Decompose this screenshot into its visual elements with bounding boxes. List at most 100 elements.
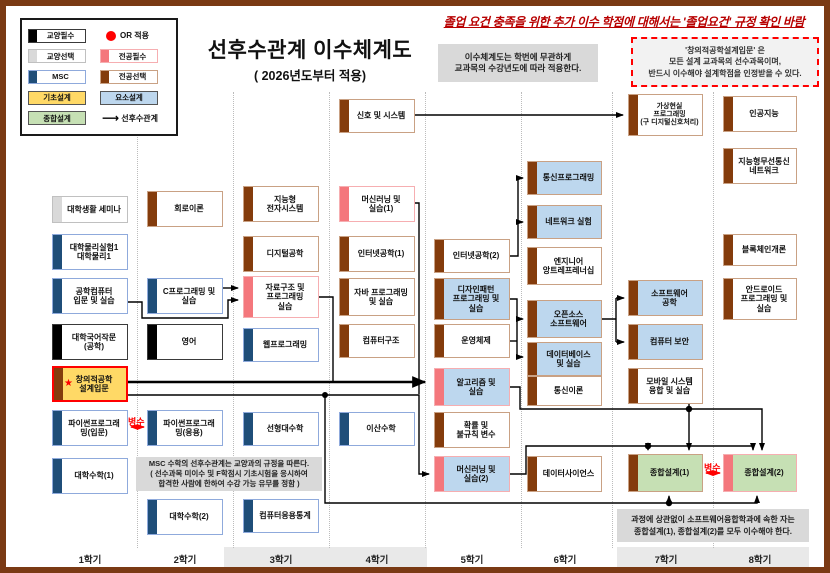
graduation-requirement-notice: 졸업 요건 충족을 위한 추가 이수 학점에 대해서는 '졸업요건' 규정 확인… [443,15,805,29]
course-java: 자바 프로그래밍 및 실습 [339,278,415,316]
legend-item-capstone_design: 종합설계 [28,111,98,126]
course-digital-eng: 디지털공학 [243,236,319,272]
legend-item-prerequisite: ⟶선후수관계 [100,111,170,125]
legend-item-major_elective: 전공선택 [100,69,170,84]
course-ml1: 머신러닝 및 실습(1) [339,186,415,222]
course-label: 대학국어작문 (공학) [71,332,117,351]
course-label: 공학컴퓨터 입문 및 실습 [73,286,115,305]
course-capstone2: 종합설계(2) [723,454,797,492]
legend-row: 교양필수 OR 적용 [28,28,170,43]
category-bar-전공필수 [244,277,253,317]
column-separator [329,92,330,548]
course-label: 오픈소스 소프트웨어 [550,309,587,328]
semester-label-3: 3학기 [269,555,293,566]
course-label: 파이썬프로그래 밍(응용) [163,418,215,437]
course-comm-prog: 통신프로그래밍 [527,161,602,195]
legend-row: 종합설계 ⟶선후수관계 [28,111,170,126]
column-separator [137,92,138,548]
course-internet2: 인터넷공학(2) [434,239,510,273]
legend-color-bar [101,50,109,63]
course-label: 엔지니어 앙트레프레너십 [542,256,595,275]
course-label: 컴퓨터 보안 [649,337,690,347]
course-open-source: 오픈소스 소프트웨어 [527,300,602,338]
course-label: 데이터베이스 및 실습 [546,349,591,368]
course-database: 데이터베이스 및 실습 [527,342,602,376]
legend-item-or: OR 적용 [100,30,170,41]
course-python2: 파이썬프로그래 밍(응용) [147,410,223,446]
category-bar-전공선택 [629,325,638,359]
column-separator [713,92,714,548]
legend-swatch: 교양필수 [28,28,86,43]
legend-swatch: 종합설계 [28,111,86,126]
course-entrepreneurship: 엔지니어 앙트레프레너십 [527,247,602,285]
course-creative-design: ★창의적공학 설계입문 [52,366,128,402]
note-apply-rule: 이수체계도는 학번에 무관하게 교과목의 수강년도에 따라 적용한다. [438,44,598,82]
category-bar-전공선택 [435,279,444,319]
category-bar-MSC [53,411,62,445]
legend-swatch: 전공필수 [100,49,158,64]
legend-color-bar [29,29,37,42]
semester-strip-3-4 [224,547,427,567]
course-label: 종합설계(1) [649,468,690,478]
course-comm-theory: 통신이론 [527,376,602,406]
arrow-icon: ⟶ [102,111,120,126]
category-bar-전공선택 [724,235,733,265]
course-label: 회로이론 [174,204,204,214]
category-bar-MSC [148,500,157,534]
course-label: 알고리즘 및 실습 [456,377,496,396]
star-icon: ★ [64,378,73,389]
column-separator [233,92,234,548]
course-label: C프로그래밍 및 실습 [162,286,216,305]
course-label: 디지털공학 [266,249,304,259]
legend-label: 선후수관계 [121,113,159,123]
semester-label-5: 5학기 [460,555,484,566]
category-bar-전공필수 [435,369,444,405]
note-creative-design-rule: '창의적공학설계입문' 은 모든 설계 교과목의 선수과목이며, 반드시 이수해… [631,37,819,87]
category-bar-전공선택 [724,279,733,319]
legend-item-element_design: 요소설계 [100,90,170,105]
course-label: 선형대수학 [266,424,304,434]
category-bar-전공필수 [340,187,349,221]
course-sw-eng: 소프트웨어 공학 [628,280,703,316]
course-seminar: 대학생활 세미나 [52,196,128,223]
course-label: 컴퓨터구조 [362,336,400,346]
course-label: 디자인패턴 프로그래밍 및 실습 [452,284,500,313]
course-stats: 컴퓨터응용통계 [243,499,319,533]
category-bar-전공선택 [724,97,733,131]
category-bar-MSC [53,235,62,269]
course-eng-computer: 공학컴퓨터 입문 및 실습 [52,278,128,314]
column-separator [612,92,613,548]
category-bar-교양선택 [53,197,62,222]
legend-item-gen_elective: 교양선택 [28,49,98,64]
title-block: 선후수관계 이수체계도 ( 2026년도부터 적용) [182,34,438,84]
course-label: 모바일 시스템 융합 및 실습 [646,376,693,395]
category-bar-전공선택 [340,325,349,357]
course-label: 안드로이드 프로그래밍 및 실습 [740,284,788,313]
course-label: 종합설계(2) [744,468,784,478]
course-wireless-network: 지능형무선통신 네트워크 [723,148,797,184]
course-english: 영어 [147,324,223,360]
category-bar-전공선택 [340,237,349,271]
course-probability: 확률 및 불규칙 변수 [434,412,510,448]
course-android: 안드로이드 프로그래밍 및 실습 [723,278,797,320]
semester-label-7: 7학기 [654,555,678,566]
course-label: 운영체제 [461,336,491,346]
semester-label-1: 1학기 [78,555,102,566]
course-security: 컴퓨터 보안 [628,324,703,360]
legend-color-bar [29,50,37,63]
category-bar-전공선택 [528,162,537,194]
course-label: 가상현실 프로그래밍 (구 디지털신호처리) [640,102,699,127]
semester-strip-7-8 [617,547,809,567]
course-label: 머신러닝 및 실습(1) [361,194,401,213]
legend-item-msc: MSC [28,69,98,84]
category-bar-전공선택 [528,301,537,337]
course-math2: 대학수학(2) [147,499,223,535]
legend-swatch: 전공선택 [100,69,158,84]
or-dot-icon [106,30,116,41]
course-network-lab: 네트워크 실험 [527,205,602,239]
category-bar-전공선택 [148,192,157,226]
